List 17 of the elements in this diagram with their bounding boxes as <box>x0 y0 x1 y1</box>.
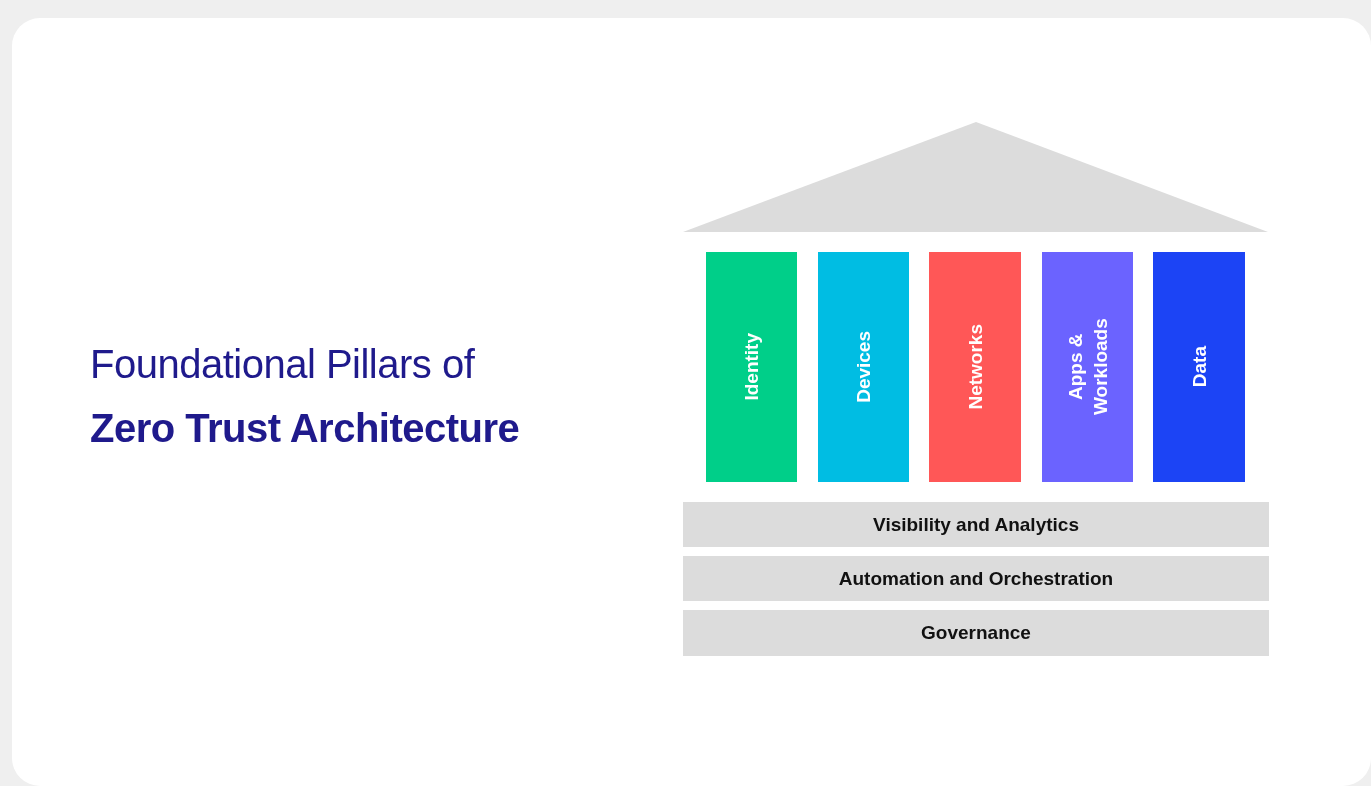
pillar-label: Data <box>1187 346 1211 388</box>
pillar-label: Identity <box>740 333 763 401</box>
pillar-label: Apps & Workloads <box>1063 317 1112 418</box>
layer-label: Visibility and Analytics <box>873 513 1079 536</box>
layer-band <box>683 502 1269 547</box>
pillar-box <box>1153 252 1245 482</box>
pillar-label: Networks <box>963 324 987 410</box>
pillar-box <box>706 252 797 482</box>
pillar-box <box>818 252 909 482</box>
diagram-title: Foundational Pillars of Zero Trust Architecture <box>90 341 521 452</box>
pillar-box <box>929 252 1021 482</box>
layer-label: Governance <box>921 622 1031 644</box>
layer-label: Automation and Orchestration <box>838 567 1114 590</box>
layer-band <box>683 556 1269 601</box>
pillar-label: Devices <box>852 331 875 403</box>
layer-band <box>683 610 1269 656</box>
pillar-box <box>1042 252 1133 482</box>
